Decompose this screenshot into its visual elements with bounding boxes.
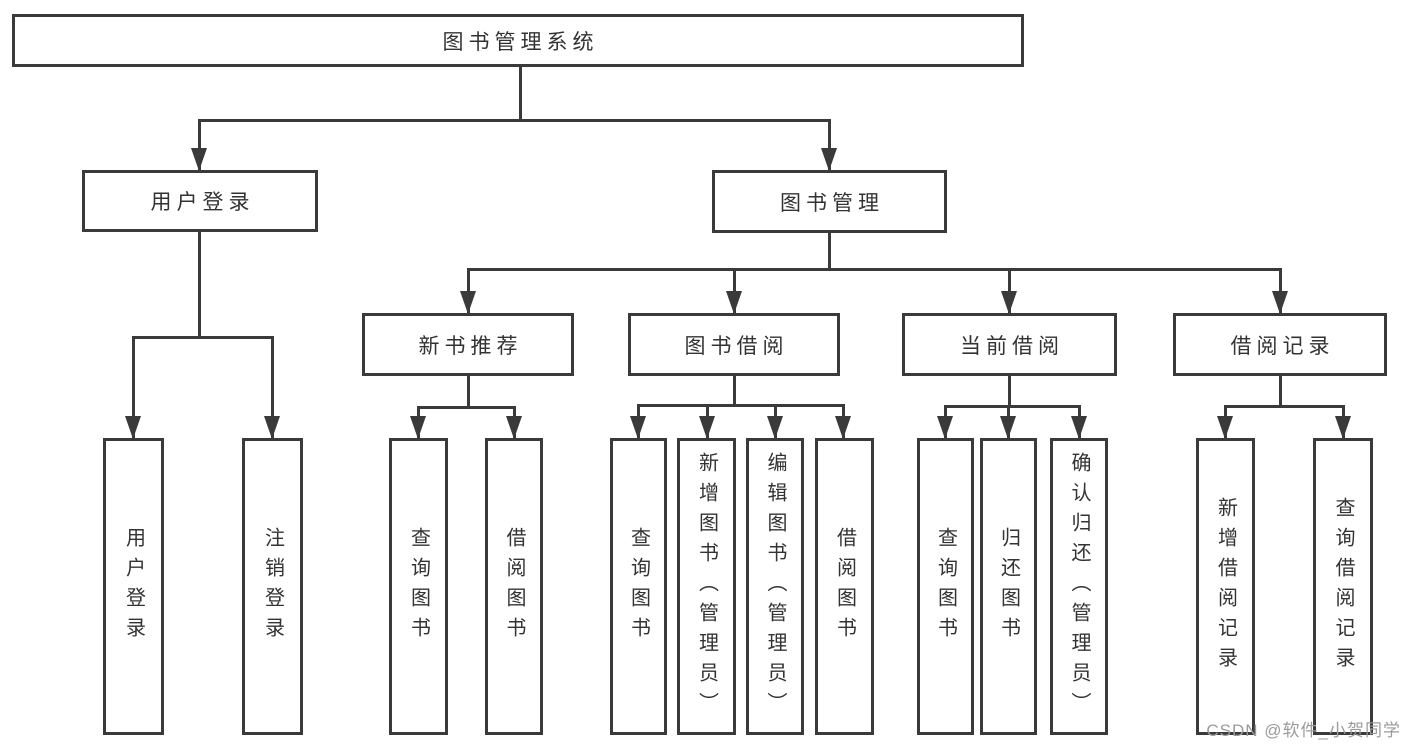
connector-book-borrowing-arrowhead-1	[699, 416, 715, 439]
leaf-borrow-books-recommend: 借阅图书	[485, 438, 543, 735]
connector-borrowing-records-arrowhead-0	[1217, 416, 1233, 439]
leaf-query-books-recommend-label: 查询图书	[407, 526, 430, 647]
connector-book-management-branch-2	[1007, 268, 1011, 313]
leaf-add-borrow-record-label: 新增借阅记录	[1214, 496, 1237, 677]
leaf-add-borrow-record: 新增借阅记录	[1196, 438, 1255, 735]
node-current-borrowing-label: 当前借阅	[960, 334, 1064, 358]
connector-book-borrowing-rail	[636, 404, 845, 407]
leaf-user-login: 用户登录	[103, 438, 164, 735]
connector-root-arrowhead-0	[191, 148, 207, 171]
connector-current-borrowing-stem	[1007, 376, 1011, 408]
connector-current-borrowing-arrowhead-0	[937, 416, 953, 439]
node-borrowing-records: 借阅记录	[1173, 313, 1387, 376]
leaf-logout-label: 注销登录	[261, 526, 284, 647]
connector-book-management-stem	[827, 233, 831, 271]
connector-root-branch-0	[197, 119, 201, 170]
watermark: CSDN @软件_小贺同学	[1206, 721, 1401, 740]
connector-current-borrowing-arrowhead-2	[1071, 416, 1087, 439]
connector-borrowing-records-rail	[1223, 405, 1345, 408]
connector-user-login-rail	[131, 336, 274, 339]
connector-new-book-recommend-rail	[416, 406, 516, 409]
node-library-management-system-label: 图书管理系统	[442, 30, 599, 54]
connector-borrowing-records-arrowhead-1	[1335, 416, 1351, 439]
connector-current-borrowing-arrowhead-1	[1000, 416, 1016, 439]
connector-root-arrowhead-1	[821, 148, 837, 171]
leaf-return-books-label: 归还图书	[997, 526, 1020, 647]
connector-user-login-stem	[197, 232, 201, 339]
leaf-borrow-books-borrowing-label: 借阅图书	[833, 526, 856, 647]
node-user-login: 用户登录	[82, 170, 318, 232]
leaf-borrow-books-recommend-label: 借阅图书	[503, 526, 525, 647]
node-book-management: 图书管理	[712, 170, 947, 233]
leaf-confirm-return-admin-label: 确认归还（管理员）	[1068, 451, 1090, 722]
connector-root-rail	[197, 119, 831, 122]
node-new-book-recommend: 新书推荐	[362, 313, 574, 376]
leaf-add-books-admin: 新增图书（管理员）	[677, 438, 736, 735]
node-book-borrowing-label: 图书借阅	[684, 334, 789, 358]
connector-book-borrowing-stem	[732, 376, 736, 407]
leaf-query-books-borrowing: 查询图书	[610, 438, 667, 735]
connector-book-management-rail	[466, 268, 1282, 271]
connector-user-login-arrowhead-1	[264, 416, 280, 439]
node-current-borrowing: 当前借阅	[902, 313, 1117, 376]
connector-book-management-branch-0	[466, 268, 470, 313]
leaf-query-borrow-record: 查询借阅记录	[1313, 438, 1373, 735]
leaf-query-books-current-label: 查询图书	[934, 526, 957, 647]
leaf-add-books-admin-label: 新增图书（管理员）	[695, 451, 718, 722]
leaf-query-books-current: 查询图书	[917, 438, 974, 735]
connector-book-management-arrowhead-0	[460, 291, 476, 314]
leaf-edit-books-admin: 编辑图书（管理员）	[746, 438, 804, 735]
connector-book-borrowing-arrowhead-2	[767, 416, 783, 439]
node-borrowing-records-label: 借阅记录	[1230, 334, 1335, 358]
leaf-query-books-borrowing-label: 查询图书	[627, 526, 650, 647]
connector-new-book-recommend-arrowhead-1	[506, 416, 522, 439]
connector-book-borrowing-arrowhead-3	[835, 416, 851, 439]
connector-book-management-branch-3	[1278, 268, 1282, 313]
node-new-book-recommend-label: 新书推荐	[418, 334, 523, 358]
leaf-return-books: 归还图书	[980, 438, 1037, 735]
leaf-edit-books-admin-label: 编辑图书（管理员）	[764, 451, 786, 722]
connector-book-management-arrowhead-1	[726, 291, 742, 314]
connector-book-management-arrowhead-2	[1001, 291, 1017, 314]
leaf-query-borrow-record-label: 查询借阅记录	[1332, 496, 1354, 677]
connector-new-book-recommend-arrowhead-0	[410, 416, 426, 439]
connector-new-book-recommend-stem	[466, 376, 470, 409]
node-book-management-label: 图书管理	[780, 191, 884, 215]
leaf-query-books-recommend: 查询图书	[389, 438, 448, 735]
connector-user-login-branch-0	[131, 336, 135, 438]
connector-user-login-branch-1	[270, 336, 274, 438]
leaf-confirm-return-admin: 确认归还（管理员）	[1050, 438, 1108, 735]
connector-book-borrowing-arrowhead-0	[630, 416, 646, 439]
node-library-management-system: 图书管理系统	[12, 14, 1024, 67]
connector-current-borrowing-rail	[943, 405, 1081, 408]
connector-root-stem	[518, 67, 522, 122]
node-book-borrowing: 图书借阅	[628, 313, 840, 376]
leaf-user-login-label: 用户登录	[122, 526, 145, 647]
leaf-borrow-books-borrowing: 借阅图书	[815, 438, 874, 735]
connector-borrowing-records-stem	[1278, 376, 1282, 408]
leaf-logout: 注销登录	[242, 438, 303, 735]
connector-book-management-arrowhead-3	[1272, 291, 1288, 314]
connector-user-login-arrowhead-0	[125, 416, 141, 439]
connector-book-management-branch-1	[732, 268, 736, 313]
node-user-login-label: 用户登录	[150, 191, 255, 214]
connector-root-branch-1	[827, 119, 831, 170]
